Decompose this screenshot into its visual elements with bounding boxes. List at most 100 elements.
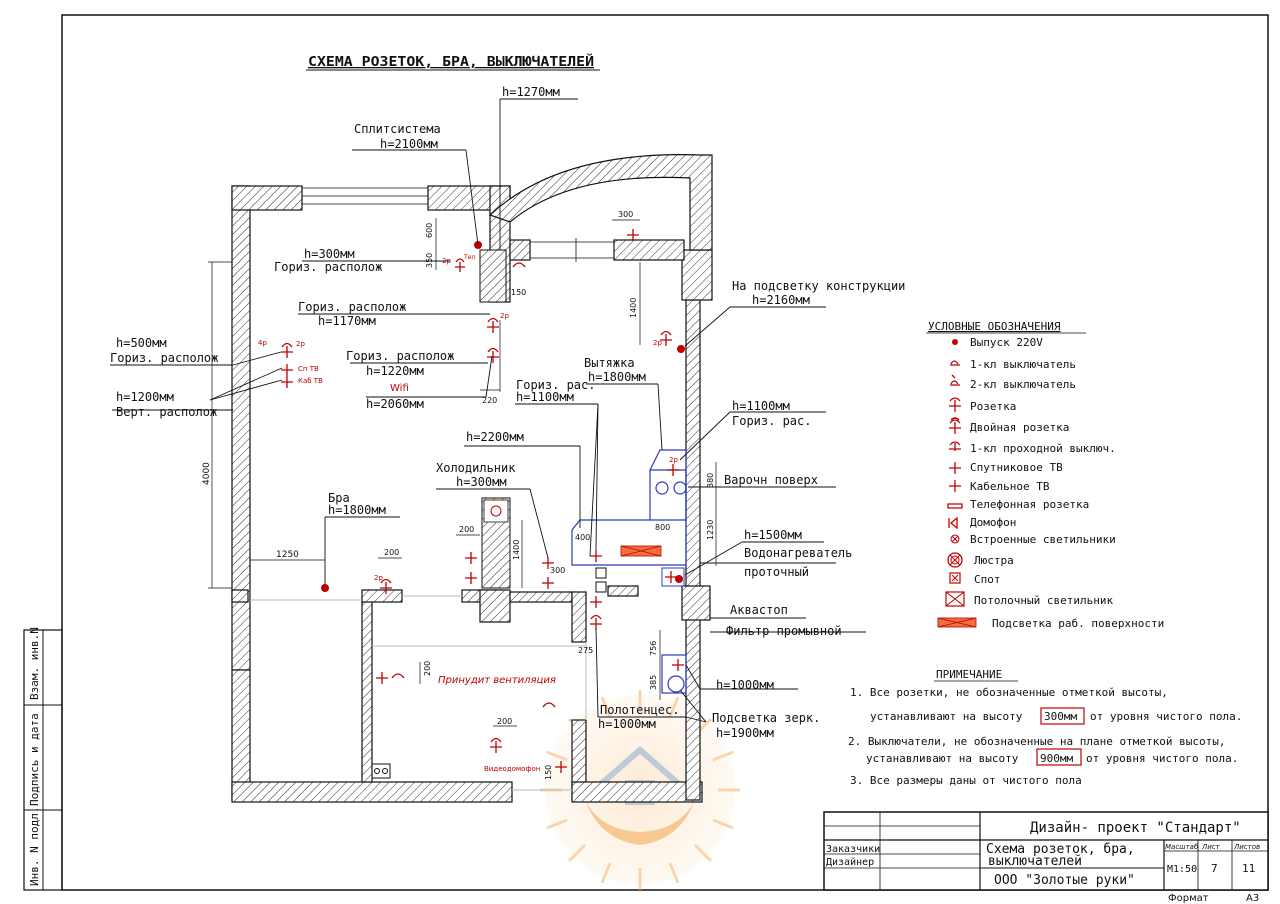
page-title: СХЕМА РОЗЕТОК, БРА, ВЫКЛЮЧАТЕЛЕЙ [308,54,594,70]
phone-socket-icon [947,503,963,509]
note-2c: 900мм [1040,752,1073,765]
side-stamp: Взам. инв.N Подпись и дата Инв. N подл. [23,627,63,891]
label-tel: Тел [463,254,475,261]
note-podsv-1: На подсветку конструкции [732,279,905,293]
notes-title: ПРИМЕЧАНИЕ [936,668,1002,681]
label-4p: 4р [258,339,267,347]
note-h2060: h=2060мм [366,397,424,411]
note-vert: Верт. располож [116,405,217,419]
dim-756: 756 [649,641,658,656]
title-block: Заказчики Дизайнер Дизайн- проект "Станд… [823,811,1269,904]
legend-label-8: Кабельное ТВ [970,480,1050,493]
note-2a: 2. Выключатели, не обозначенные на плане… [848,735,1226,748]
outlet-220v-icon [675,575,683,583]
dim-300a: 300 [618,210,633,219]
note-h2200: h=2200мм [466,430,524,444]
tb-format: А3 [1246,893,1259,904]
note-split-2: h=2100мм [380,137,438,151]
dimensions: 4000 1250 600 350 150 300 1400 220 200 2… [202,210,717,780]
note-grs-1: Гориз. рас. [516,378,595,392]
side-stamp-inventory: Инв. N подл. [28,807,41,886]
note-goriz-1: Гориз. располож [274,260,382,274]
chandelier-icon [947,552,963,568]
outlet-220v-icon [952,339,958,345]
spot-icon [949,572,961,584]
dim-600: 600 [425,223,434,238]
dim-150b: 150 [544,765,553,780]
side-stamp-replace: Взам. инв.N [28,627,41,700]
ceiling-light-icon [945,591,965,607]
sheet-frame [61,14,1269,891]
note-h1170: h=1170мм [318,314,376,328]
dim-350: 350 [425,253,434,268]
outlet-220v-icon [321,584,329,592]
dim-200a: 200 [384,548,399,557]
dim-200d: 200 [497,717,512,726]
dim-150: 150 [511,288,526,297]
tb-h-scale: Масштаб [1165,843,1199,851]
note-1b: устанавливают на высоту [870,710,1023,723]
legend-label-14: Потолочный светильник [974,594,1113,607]
tb-sheet-title-1: Схема розеток, бра, [986,842,1135,857]
legend-label-7: Спутниковое ТВ [970,461,1063,474]
dim-220: 220 [482,396,497,405]
note-hol-1: Холодильник [436,461,516,475]
tb-format-label: Формат [1168,893,1209,904]
dim-1400a: 1400 [629,298,638,318]
note-3: 3. Все размеры даны от чистого пола [850,774,1082,787]
note-zerk-2: h=1900мм [716,726,774,740]
recessed-light-icon [950,534,960,544]
note-1a: 1. Все розетки, не обозначенные отметкой… [850,686,1168,699]
note-goriz-4: Гориз. располож [110,351,218,365]
note-h1270: h=1270мм [502,85,560,99]
note-podsv-2: h=2160мм [752,293,810,307]
tb-sheet: 7 [1211,862,1218,875]
note-vodo-1: Водонагреватель [744,546,852,560]
note-polot-1: Полотенцес. [600,703,679,717]
tb-project: Дизайн- проект "Стандарт" [1030,820,1241,836]
outlet-220v-icon [677,345,685,353]
note-h1220: h=1220мм [366,364,424,378]
note-h1000a: h=1000мм [716,678,774,692]
note-bra-2: h=1800мм [328,503,386,517]
tb-company: ООО "Золотые руки" [994,873,1135,888]
note-goriz-2: Гориз. располож [298,300,406,314]
note-video: Видеодомофон [484,765,540,773]
legend-label-2: 1-кл выключатель [970,358,1076,371]
double-socket-icon [949,417,961,434]
dim-385: 385 [649,675,658,690]
legend-label-9: Телефонная розетка [970,498,1089,511]
legend-label-3: 2-кл выключатель [970,378,1076,391]
worktop-light-icon [937,617,977,628]
sat-tv-icon [949,462,961,474]
leader-lines [110,98,866,723]
note-h1100a: h=1100мм [516,390,574,404]
tb-sheets: 11 [1242,862,1255,875]
tb-sheet-title-2: выключателей [988,854,1082,869]
note-1d: от уровня чистого пола. [1090,710,1242,723]
dim-400: 400 [575,533,590,542]
note-filtr: Фильтр промывной [726,624,842,638]
note-akva: Аквастоп [730,603,788,617]
note-h300: h=300мм [304,247,355,261]
tb-scale: М1:50 [1167,864,1197,875]
label-sat-tv: Сп ТВ [298,365,319,373]
switch-1-icon [950,360,960,366]
label-2p-f: 2р [374,574,383,582]
note-polot-2: h=1000мм [598,717,656,731]
dim-300b: 300 [550,566,565,575]
annotations: СХЕМА РОЗЕТОК, БРА, ВЫКЛЮЧАТЕЛЕЙ h=1270м… [110,54,905,773]
note-h1500: h=1500мм [744,528,802,542]
legend-label-6: 1-кл проходной выключ. [970,442,1116,455]
tb-role-1: Заказчики [826,844,880,855]
tb-h-sheets: Листов [1233,843,1260,851]
legend-label-10: Домофон [970,516,1016,529]
legend-label-11: Встроенные светильники [970,533,1116,546]
side-stamp-signature: Подпись и дата [28,713,41,806]
note-2b: устанавливают на высоту [866,752,1019,765]
dim-200b: 200 [459,525,474,534]
notes: ПРИМЕЧАНИЕ 1. Все розетки, не обозначенн… [848,668,1242,787]
note-1c: 300мм [1044,710,1077,723]
dim-1230: 1230 [706,520,715,540]
